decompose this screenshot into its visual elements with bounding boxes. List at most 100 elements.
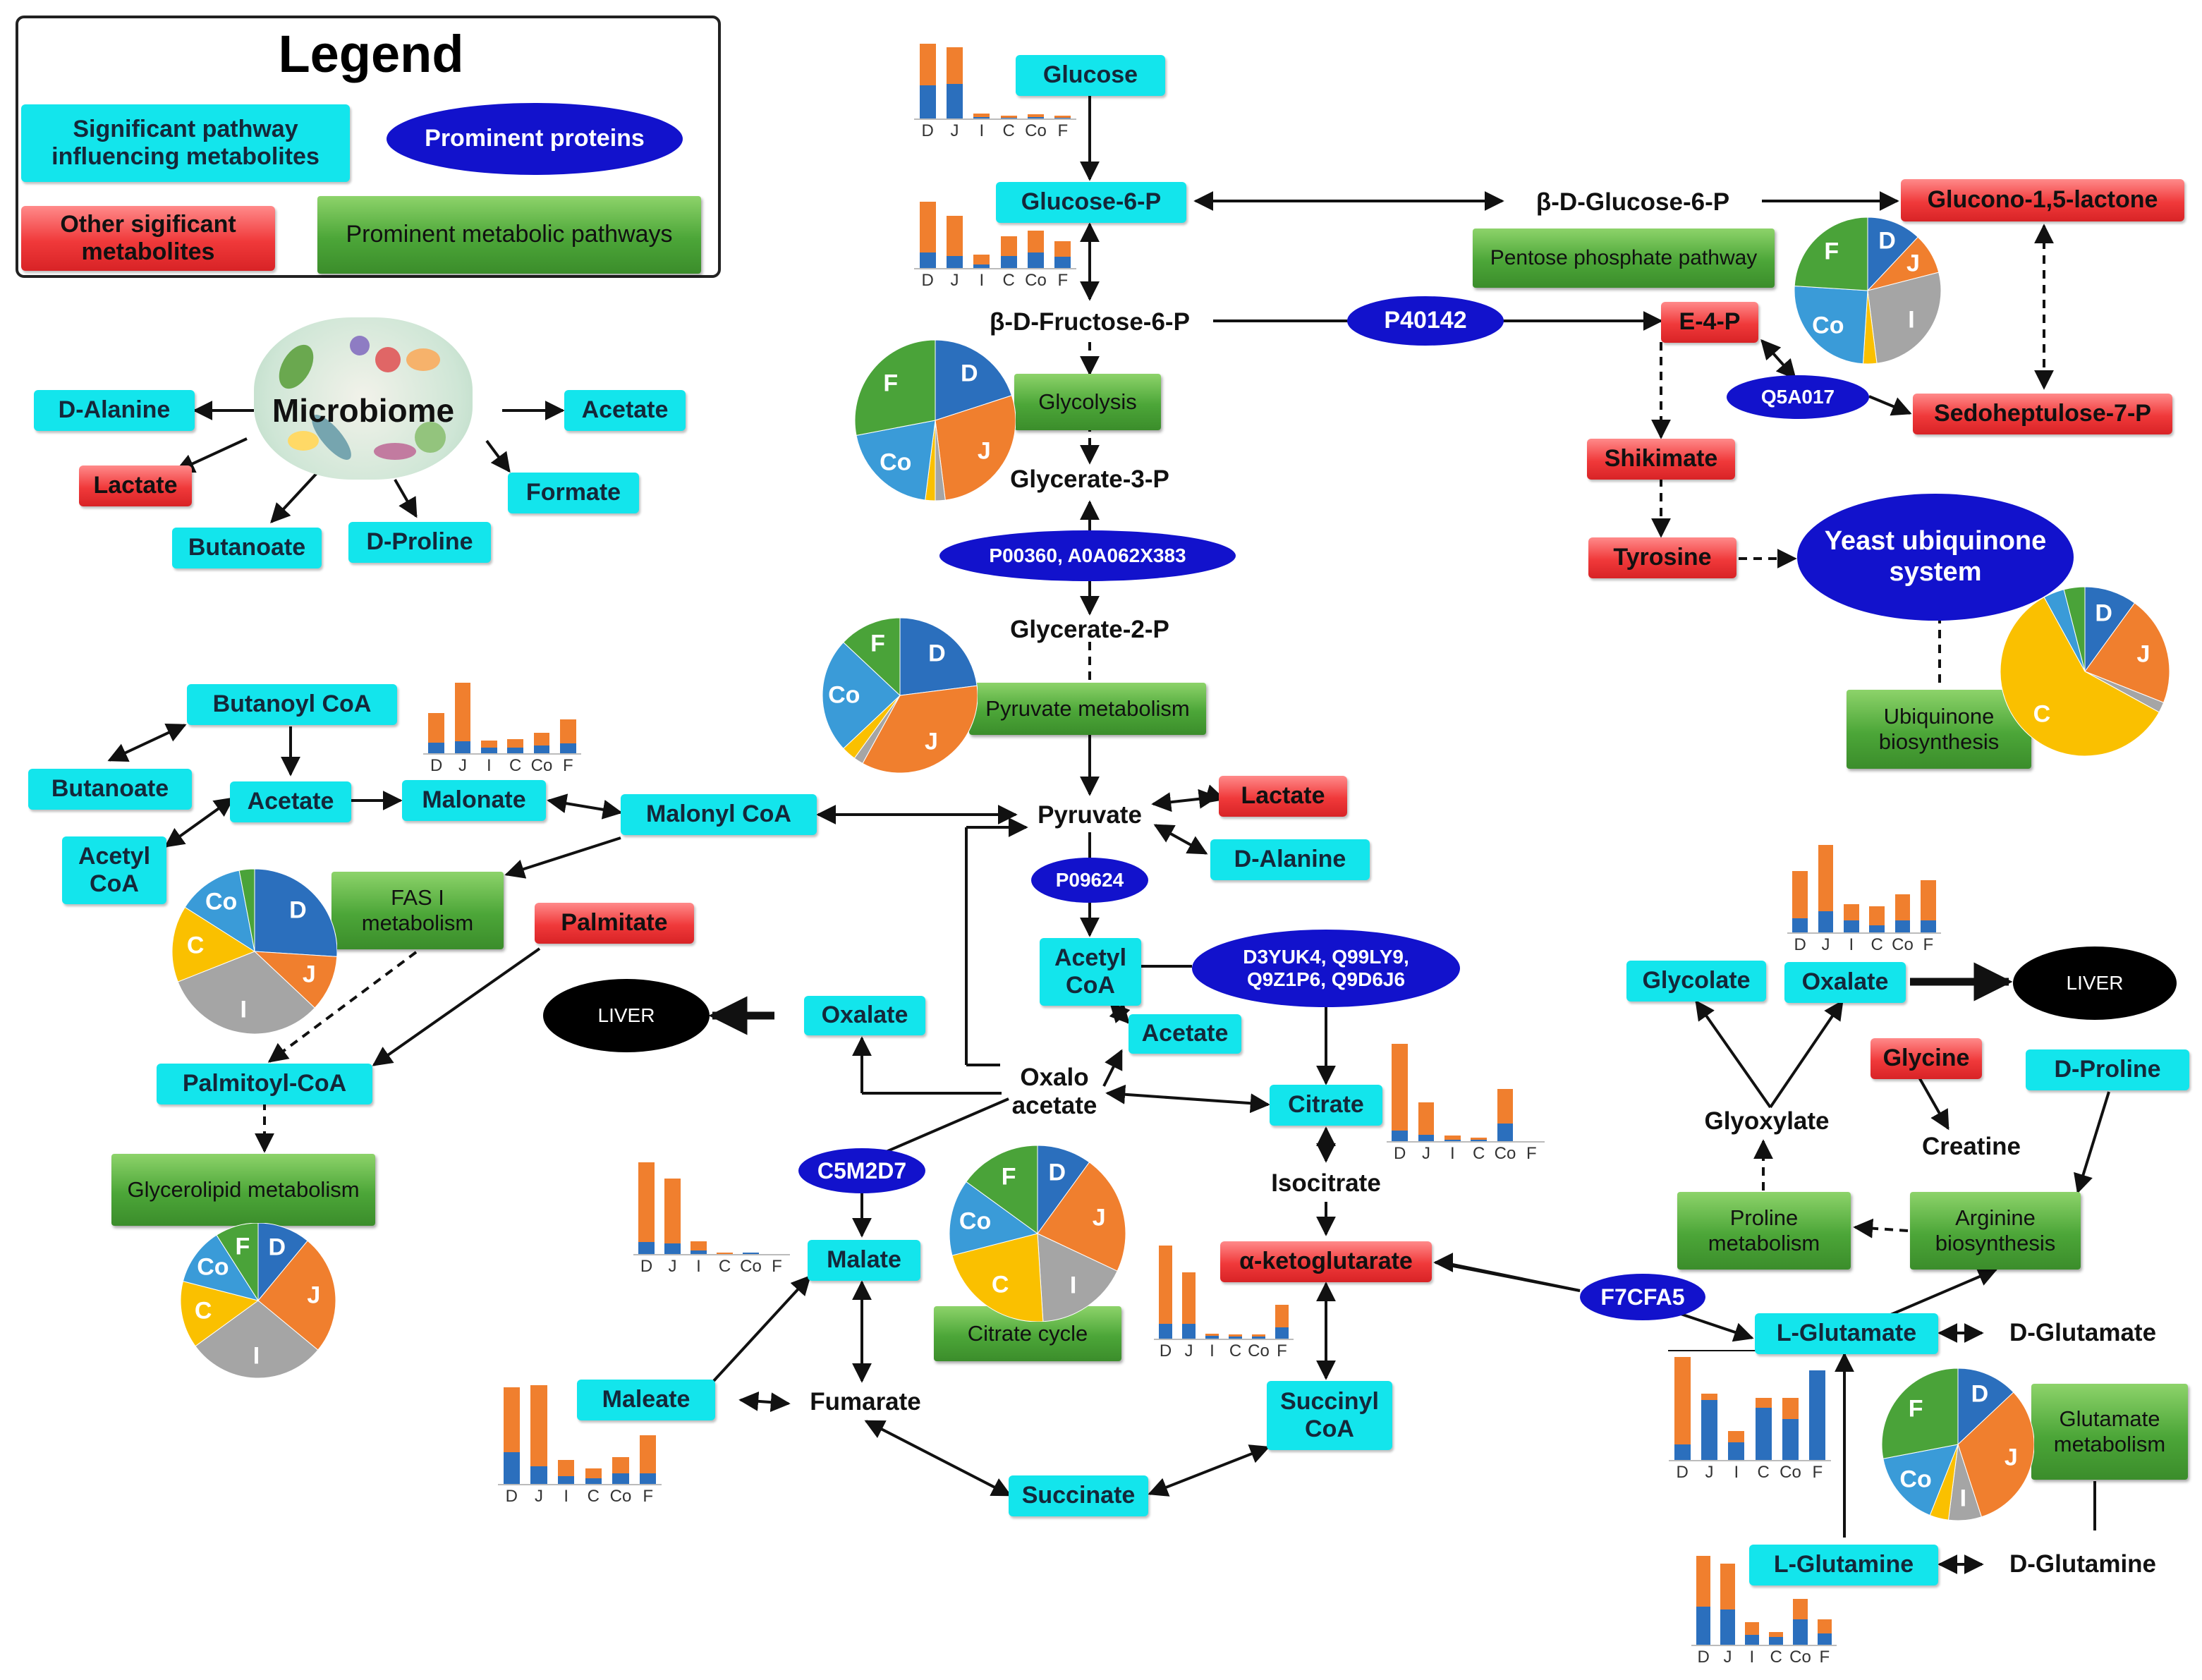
edge: [504, 836, 621, 879]
bar-Co-D: [1782, 1419, 1799, 1460]
bar-Co-J: [1793, 1599, 1808, 1619]
pie-slice-label: Co: [1899, 1466, 1932, 1493]
bar-I-J: [973, 255, 990, 265]
glycerate-3-p: Glycerate-3-P: [1010, 465, 1169, 493]
pie-slice-J: [862, 685, 978, 774]
liver-left: LIVER: [543, 979, 710, 1052]
bar-Co-D: [1497, 1124, 1514, 1141]
bar-tick-label: I: [1749, 1648, 1755, 1667]
malonyl-coa: Malonyl CoA: [621, 794, 817, 835]
bar-tick-label: C: [509, 756, 522, 775]
pie-slice-C: [180, 1281, 260, 1347]
creatine: Creatine: [1921, 1132, 2021, 1160]
pie-slice-I: [1867, 272, 1942, 364]
bar-tick-label: I: [979, 271, 985, 290]
bar-J-J: [1418, 1102, 1435, 1135]
bar-F-J: [560, 719, 576, 744]
edge: [1760, 339, 1796, 380]
tyrosine: Tyrosine: [1588, 537, 1736, 578]
bar-J-D: [530, 1466, 547, 1484]
edge: [164, 797, 235, 848]
m-butanoate: Butanoate: [172, 528, 322, 568]
bar-J-J: [664, 1178, 681, 1243]
bar-J-J: [530, 1385, 547, 1466]
pie-slice-label: J: [302, 961, 316, 988]
pie-svg: [1881, 1368, 2035, 1521]
edge: [394, 479, 418, 518]
bar-tick-label: F: [1277, 1341, 1287, 1361]
bar-C-D: [585, 1478, 602, 1484]
butanoyl-coa: Butanoyl CoA: [187, 684, 397, 725]
bar-J-D: [947, 255, 963, 268]
bar-tick-label: C: [1472, 1144, 1485, 1163]
acetate-center: Acetate: [1129, 1014, 1241, 1054]
proline-metabolism: Proline metabolism: [1677, 1192, 1851, 1270]
pie-slice-Co: [856, 420, 936, 501]
pie-slice-label: Co: [1812, 312, 1844, 339]
acetyl-coa-left: Acetyl CoA: [62, 836, 166, 904]
bar-Co-J: [1497, 1089, 1514, 1124]
bar-axis-line: [1691, 1645, 1837, 1646]
bar-tick-label: C: [1229, 1341, 1242, 1361]
bar-C-D: [507, 748, 523, 753]
pie-slice-label: Co: [880, 449, 912, 476]
bar-I-D: [1444, 1140, 1461, 1141]
pie-svg: [171, 868, 338, 1035]
pie-svg: [1794, 217, 1942, 365]
shikimate: Shikimate: [1587, 439, 1735, 480]
pie-slice-label: C: [991, 1271, 1009, 1298]
bar-C-D: [1228, 1337, 1243, 1339]
bar-D-D: [503, 1452, 520, 1484]
bar-tick-label: D: [921, 121, 934, 140]
bar-tick-label: Co: [1248, 1341, 1270, 1361]
bar-D-D: [638, 1242, 655, 1254]
edge: [874, 1097, 1009, 1158]
bar-C-J: [1755, 1397, 1772, 1408]
bar-J-D: [1181, 1324, 1196, 1339]
d-glutamate: D-Glutamate: [2009, 1318, 2157, 1346]
protein-q5a017: Q5A017: [1727, 375, 1869, 419]
bar-tick-label: Co: [1025, 271, 1047, 290]
bar-C-D: [1471, 1140, 1487, 1141]
butanoate: Butanoate: [28, 769, 192, 810]
edge: [1868, 395, 1912, 416]
pie-slice-D: [254, 868, 338, 957]
bar-J-J: [1181, 1272, 1196, 1325]
bar-D-D: [1674, 1444, 1691, 1460]
succinyl-coa: Succinyl CoA: [1267, 1381, 1392, 1450]
bar-J-D: [1818, 911, 1834, 932]
pie-slice-J: [253, 951, 338, 1009]
e-4-p: E-4-P: [1661, 302, 1758, 343]
pie-slice-label: F: [1908, 1395, 1923, 1423]
pie-slice-F: [216, 1222, 259, 1302]
bar-C-J: [1869, 906, 1885, 925]
pie-slice-label: I: [1959, 1485, 1967, 1512]
edge: [1153, 824, 1208, 855]
bar-Co-D: [1028, 252, 1044, 268]
bar-Co-J: [1782, 1397, 1799, 1420]
bar-D-D: [1158, 1324, 1173, 1339]
bar-tick-label: C: [1002, 121, 1015, 140]
bar-D-J: [919, 202, 936, 253]
acetyl-coa: Acetyl CoA: [1040, 938, 1141, 1006]
bar-tick-label: I: [1734, 1463, 1739, 1482]
alpha-ketoglutarate: α-ketoglutarate: [1220, 1241, 1432, 1282]
glucono-lactone: Glucono-1,5-lactone: [1901, 179, 2184, 221]
pie-slice-label: C: [186, 932, 205, 959]
bar-tick-label: Co: [1789, 1648, 1811, 1667]
beta-d-glucose-6-p: β-D-Glucose-6-P: [1535, 188, 1730, 216]
protein-f7cfa5: F7CFA5: [1580, 1274, 1705, 1320]
glycolysis-pathway: Glycolysis: [1014, 374, 1161, 430]
m-formate: Formate: [508, 473, 639, 513]
d-glutamine: D-Glutamine: [2009, 1550, 2157, 1578]
bar-tick-label: D: [430, 756, 443, 775]
edge: [1151, 789, 1219, 812]
bar-I-D: [691, 1250, 707, 1254]
glucose: Glucose: [1016, 55, 1165, 96]
